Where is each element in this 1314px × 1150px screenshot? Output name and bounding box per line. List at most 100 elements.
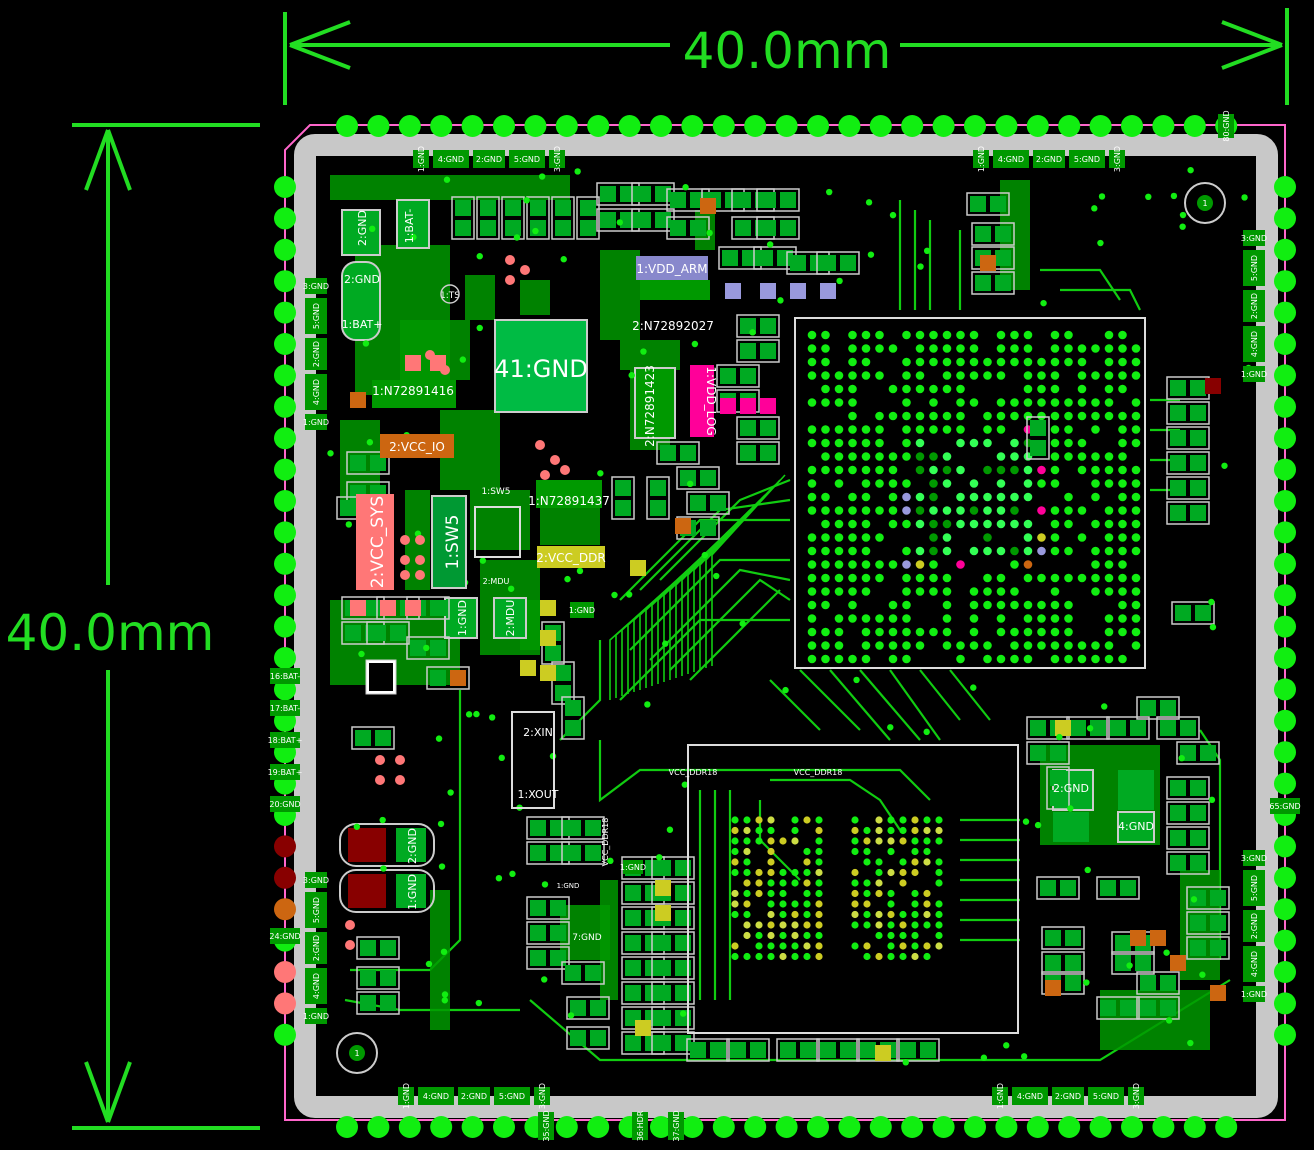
mount-hole-1-pad xyxy=(1197,195,1213,211)
bga-ball xyxy=(1118,600,1127,610)
edge-pad-bottom xyxy=(461,1116,484,1138)
smd-pad xyxy=(410,640,426,656)
smd-pad xyxy=(735,192,751,208)
edge-pad-left xyxy=(274,552,296,575)
via xyxy=(465,711,473,718)
bga-ball xyxy=(983,506,992,515)
bga-ball xyxy=(983,654,992,664)
bga-ball xyxy=(1104,587,1114,596)
edge-label-text: 1:GND xyxy=(977,146,986,172)
bga-ball xyxy=(875,560,884,569)
edge-label-text: 2:GND xyxy=(312,341,321,367)
smd-pad xyxy=(1100,1000,1116,1016)
edge-label-bg xyxy=(305,298,327,334)
bga-ball xyxy=(942,425,952,434)
ddr-ball xyxy=(851,900,859,908)
bga-ball xyxy=(888,452,898,461)
edge-label-bg xyxy=(1243,366,1265,382)
bga-ball xyxy=(1037,384,1046,394)
edge-label: 16:BAT- xyxy=(270,668,300,684)
edge-pad-bottom xyxy=(932,1116,955,1138)
edge-label-text: 3:GND xyxy=(303,876,329,885)
ddr-ball xyxy=(935,858,943,866)
smd-outline xyxy=(476,196,500,240)
smd-pad xyxy=(750,1042,766,1058)
ddr-ball xyxy=(779,879,787,887)
bga-ball xyxy=(821,654,830,664)
smd-pad xyxy=(740,343,756,359)
bga-ball xyxy=(956,398,965,407)
edge-pad-left xyxy=(274,898,296,921)
ddr-ball xyxy=(875,910,883,919)
edge-label-text: 5:GND xyxy=(514,155,540,164)
bga-ball xyxy=(942,371,952,380)
colored-pad xyxy=(405,600,421,616)
bga-ball xyxy=(1050,344,1060,353)
edge-pad-top xyxy=(901,115,924,137)
bga-ball xyxy=(929,425,938,434)
ddr-ball xyxy=(803,952,811,961)
ddr-ball xyxy=(887,942,895,950)
edge-label-bg xyxy=(398,1087,414,1105)
smd-pad xyxy=(655,960,671,976)
bga-ball xyxy=(834,479,844,488)
bga-ball xyxy=(902,492,911,502)
edge-label-text: 65:GND xyxy=(1269,802,1300,811)
smd-pad xyxy=(455,200,471,216)
bga-ball xyxy=(1064,344,1073,353)
via xyxy=(532,227,539,235)
bga-ball xyxy=(1091,641,1100,650)
smd-pad xyxy=(760,343,776,359)
vdd-arm-label: 1:VDD_ARM xyxy=(636,262,707,276)
edge-label-bg xyxy=(570,602,594,618)
smd-outline xyxy=(726,1038,770,1062)
bga-ball xyxy=(996,344,1006,353)
edge-pad-top xyxy=(744,115,767,137)
edge-pad-bottom xyxy=(712,1116,735,1138)
bga-ball xyxy=(969,600,979,610)
ddr-ball xyxy=(923,921,931,929)
edge-label-bg xyxy=(270,928,300,944)
ddr-ball xyxy=(875,952,883,961)
bga-ball xyxy=(983,641,992,650)
smd-pad xyxy=(600,212,616,228)
edge-label: 1:GND xyxy=(569,602,595,618)
ddr-ball xyxy=(791,942,799,950)
bga-ball xyxy=(848,344,857,353)
edge-label-text: 5:GND xyxy=(1250,255,1259,281)
ddr-ball xyxy=(863,858,871,866)
edge-label-text: 2:GND xyxy=(1055,1092,1081,1101)
smd-outline xyxy=(666,216,710,240)
edge-pad-top xyxy=(555,115,578,137)
via xyxy=(691,340,699,348)
gnd7-label: 7:GND xyxy=(572,933,601,943)
ddr-ball xyxy=(791,952,799,961)
smd-pad xyxy=(655,935,671,951)
ddr-ball xyxy=(767,931,775,940)
bga-ball xyxy=(942,452,952,461)
bga-ball xyxy=(888,506,898,515)
bga-ball xyxy=(996,546,1006,556)
bga-ball xyxy=(1104,627,1114,637)
edge-label: 19:BAT+ xyxy=(268,764,302,780)
smd-pad xyxy=(1160,975,1176,991)
bga-ball xyxy=(1118,519,1127,529)
edge-pad-bottom xyxy=(1152,1116,1175,1138)
ddr-ball xyxy=(743,847,751,856)
ddr-ball xyxy=(911,889,919,898)
mdu-label: 2:MDU xyxy=(504,600,517,637)
smd-outline xyxy=(1171,601,1215,625)
edge-pad-left xyxy=(274,427,296,450)
ddr-ball xyxy=(803,931,811,940)
via xyxy=(1209,623,1217,631)
via xyxy=(766,241,774,248)
bga-ball xyxy=(834,627,844,637)
bga-ball xyxy=(848,492,857,502)
smd-outline xyxy=(366,621,410,645)
bga-ball xyxy=(983,573,992,583)
bga-ball xyxy=(861,560,871,569)
edge-label: 4:GND xyxy=(1012,1087,1048,1105)
edge-label: 5:GND xyxy=(305,298,327,334)
via xyxy=(611,591,618,599)
